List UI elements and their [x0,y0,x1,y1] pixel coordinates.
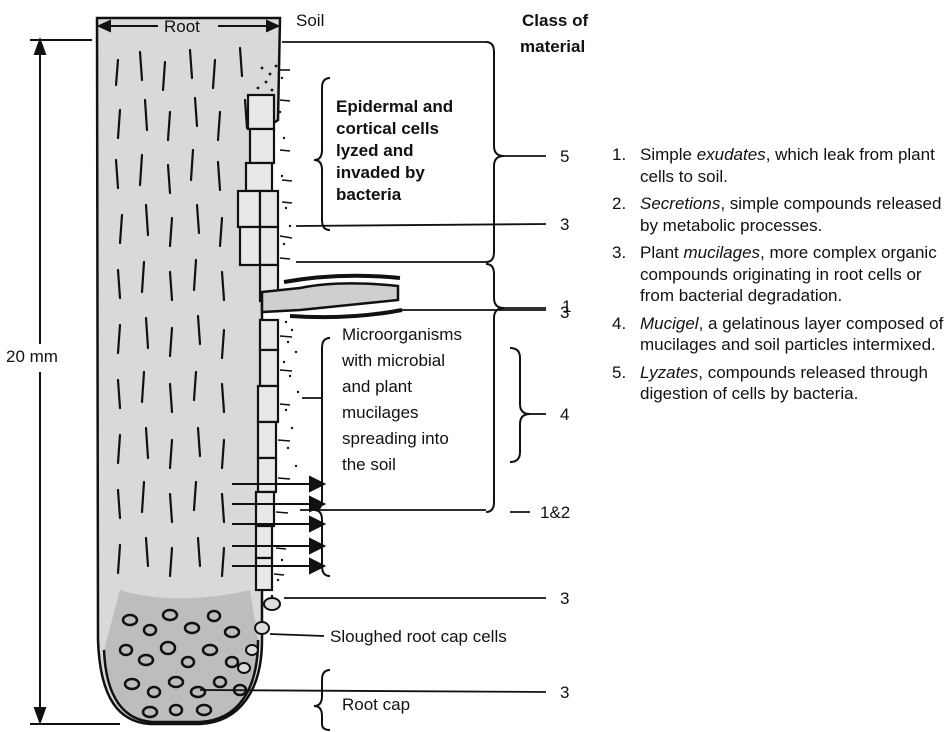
legend-item-5: 5.Lyzates, compounds released through di… [612,362,948,405]
root-cap-label: Root cap [342,695,410,714]
microorganisms-label: Microorganisms with microbial and plant … [341,325,462,474]
svg-text:bacteria: bacteria [336,185,402,204]
svg-text:mucilages: mucilages [342,403,419,422]
svg-text:and plant: and plant [342,377,412,396]
legend-item-3: 3.Plant mucilages, more complex organic … [612,242,948,307]
root-label: Root [164,17,200,36]
class-number-3-a: 3 [560,215,569,234]
soil-label: Soil [296,11,324,30]
sloughed-label: Sloughed root cap cells [330,627,507,646]
class-number-5: 5 [560,147,569,166]
svg-text:Microorganisms: Microorganisms [342,325,462,344]
class-title: Class of [522,11,588,30]
svg-text:invaded by: invaded by [336,163,425,182]
class-legend: 1.Simple exudates, which leak from plant… [612,144,948,411]
svg-text:Epidermal and: Epidermal and [336,97,453,116]
svg-text:cortical cells: cortical cells [336,119,439,138]
class-number-4: 4 [560,405,569,424]
legend-item-2: 2.Secretions, simple compounds released … [612,193,948,236]
class-title-2: material [520,37,585,56]
svg-text:the soil: the soil [342,455,396,474]
class-number-3-d: 3 [560,683,569,702]
epidermal-label: Epidermal and cortical cells lyzed and i… [336,97,453,204]
svg-text:spreading into: spreading into [342,429,449,448]
svg-text:lyzed and: lyzed and [336,141,413,160]
class-number-3-b: 3 [560,303,569,322]
root-hair [262,283,398,312]
class-number-3-c: 3 [560,589,569,608]
class-number-1-and-2: 1&2 [540,503,570,522]
length-label: 20 mm [6,347,58,366]
svg-text:with microbial: with microbial [341,351,445,370]
legend-item-4: 4.Mucigel, a gelatinous layer composed o… [612,313,948,356]
legend-item-1: 1.Simple exudates, which leak from plant… [612,144,948,187]
